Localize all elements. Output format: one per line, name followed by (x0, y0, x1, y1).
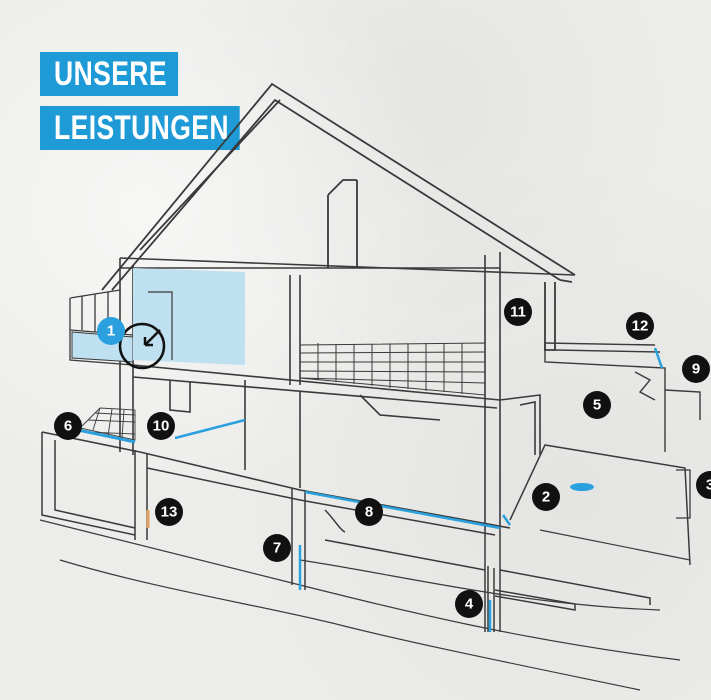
annex (544, 342, 701, 452)
moisture-accents (174, 347, 664, 632)
highlighted-room (133, 268, 245, 365)
marker-11[interactable]: 11 (504, 298, 532, 326)
marker-7[interactable]: 7 (263, 534, 291, 562)
svg-text:4: 4 (465, 596, 474, 613)
tiled-floor (299, 342, 486, 396)
svg-text:13: 13 (161, 504, 178, 521)
svg-text:1: 1 (107, 323, 115, 340)
svg-text:8: 8 (365, 504, 373, 521)
roof (101, 82, 576, 351)
svg-text:9: 9 (692, 361, 700, 378)
target-ring (118, 322, 166, 370)
terrace-grid (79, 407, 136, 441)
svg-text:3: 3 (706, 477, 711, 494)
svg-text:5: 5 (593, 397, 601, 414)
marker-2[interactable]: 2 (532, 483, 560, 511)
moisture-spot (570, 483, 594, 491)
basement-structure (41, 431, 691, 632)
svg-text:12: 12 (632, 318, 649, 335)
svg-text:6: 6 (64, 418, 72, 435)
marker-4[interactable]: 4 (455, 590, 483, 618)
page-title-line-2: LEISTUNGEN (40, 106, 240, 150)
svg-text:7: 7 (273, 540, 281, 557)
page-title-line-1: UNSERE (40, 52, 178, 96)
marker-10[interactable]: 10 (147, 412, 175, 440)
marker-12[interactable]: 12 (626, 312, 654, 340)
svg-text:10: 10 (153, 418, 170, 435)
ground-lines (39, 519, 691, 691)
marker-1[interactable]: 1 (97, 317, 125, 345)
marker-5[interactable]: 5 (583, 391, 611, 419)
marker-13[interactable]: 13 (155, 498, 183, 526)
marker-3[interactable]: 3 (696, 471, 711, 499)
marker-6[interactable]: 6 (54, 412, 82, 440)
svg-text:2: 2 (542, 489, 550, 506)
marker-9[interactable]: 9 (682, 355, 710, 383)
marker-8[interactable]: 8 (355, 498, 383, 526)
svg-text:11: 11 (510, 304, 526, 321)
